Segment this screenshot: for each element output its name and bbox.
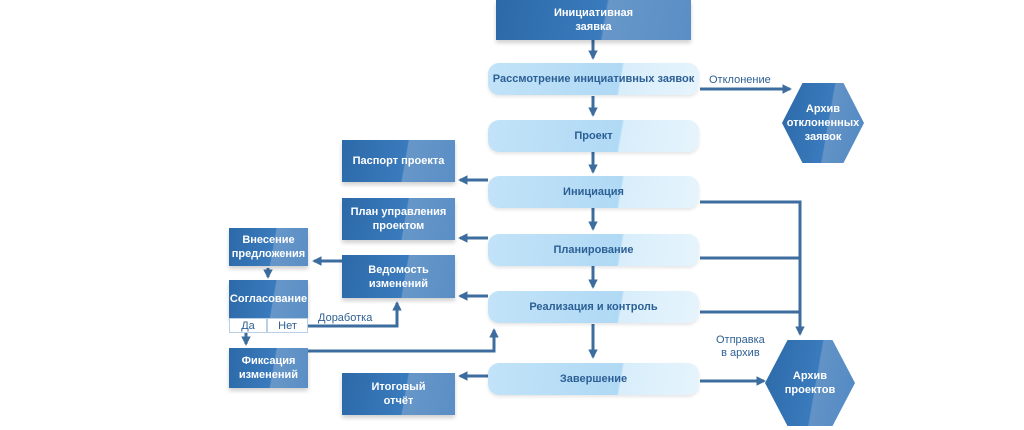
label-rejection: Отклонение: [709, 74, 771, 86]
node-implementation[interactable]: Реализация и контроль: [488, 291, 699, 323]
node-project[interactable]: Проект: [488, 120, 699, 152]
edge-fixation-to-implementation: [308, 328, 499, 353]
node-approval[interactable]: Согласование: [229, 280, 308, 318]
node-management-plan[interactable]: План управления проектом: [342, 198, 455, 240]
node-change-register[interactable]: Ведомость изменений: [342, 255, 455, 298]
node-review[interactable]: Рассмотрение инициативных заявок: [488, 63, 699, 95]
node-final-report[interactable]: Итоговый отчёт: [342, 373, 455, 415]
node-planning[interactable]: Планирование: [488, 234, 699, 266]
edge-approval-no-to-register: [306, 301, 402, 328]
node-initiation[interactable]: Инициация: [488, 176, 699, 208]
node-initiative-request[interactable]: Инициативная заявка: [496, 0, 691, 40]
node-archive-projects[interactable]: Архив проектов: [765, 340, 855, 426]
label-rework: Доработка: [318, 312, 373, 324]
node-project-passport[interactable]: Паспорт проекта: [342, 140, 455, 182]
node-archive-rejected[interactable]: Архив отклоненных заявок: [782, 83, 864, 163]
label-send-to-archive: Отправка в архив: [716, 334, 765, 359]
edge-initiation-to-archive: [700, 200, 805, 336]
node-completion[interactable]: Завершение: [488, 363, 699, 395]
approval-no-cell[interactable]: Нет: [267, 318, 308, 333]
approval-no-label: Нет: [278, 319, 297, 332]
node-fixation[interactable]: Фиксация изменений: [229, 348, 308, 388]
approval-yes-label: Да: [241, 319, 255, 332]
approval-yes-cell[interactable]: Да: [229, 318, 267, 333]
node-proposal[interactable]: Внесение предложения: [229, 228, 308, 266]
